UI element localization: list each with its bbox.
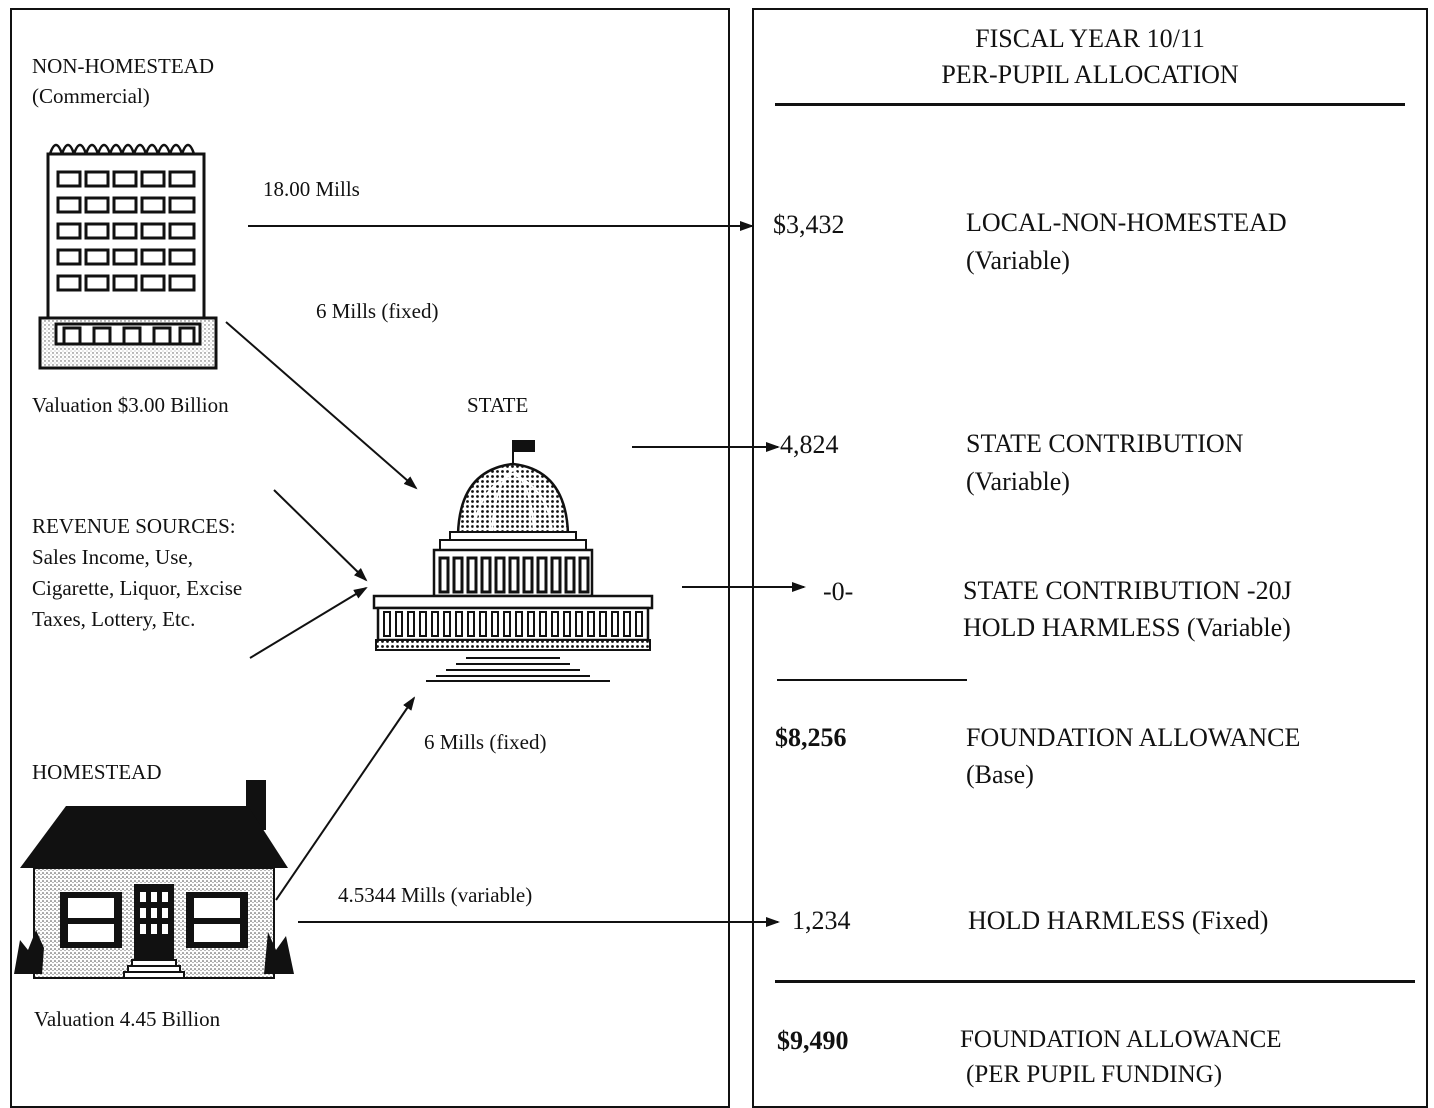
mills-variable-label: 4.5344 Mills (variable) <box>338 883 533 907</box>
revenue-line-2: Cigarette, Liquor, Excise <box>32 576 243 600</box>
valuation-home: Valuation 4.45 Billion <box>34 1007 221 1031</box>
amount-foundation-total: $9,490 <box>777 1026 849 1055</box>
amount-hold-harmless: 1,234 <box>792 906 851 935</box>
right-panel <box>752 8 1428 1108</box>
label-local-nonhomestead-sub: (Variable) <box>966 246 1070 275</box>
revenue-title: REVENUE SOURCES: <box>32 514 236 538</box>
label-state-contribution-20j: STATE CONTRIBUTION -20J <box>963 576 1292 605</box>
office-building-icon <box>38 143 218 370</box>
label-state-contribution: STATE CONTRIBUTION <box>966 429 1244 458</box>
amount-state-contribution: 4,824 <box>780 430 839 459</box>
label-hold-harmless: HOLD HARMLESS (Fixed) <box>968 906 1269 935</box>
valuation-commercial: Valuation $3.00 Billion <box>32 393 229 417</box>
subtotal-rule <box>777 679 967 681</box>
label-state-contribution-20j-sub: HOLD HARMLESS (Variable) <box>963 613 1291 642</box>
revenue-line-1: Sales Income, Use, <box>32 545 193 569</box>
label-foundation-total: FOUNDATION ALLOWANCE <box>960 1026 1282 1053</box>
nonhomestead-title: NON-HOMESTEAD <box>32 54 214 78</box>
label-foundation-base-sub: (Base) <box>966 760 1034 789</box>
homestead-title: HOMESTEAD <box>32 760 162 784</box>
fiscal-year-title: FISCAL YEAR 10/11 <box>975 24 1205 53</box>
nonhomestead-subtitle: (Commercial) <box>32 84 150 108</box>
revenue-line-3: Taxes, Lottery, Etc. <box>32 607 196 631</box>
house-icon <box>14 780 294 979</box>
label-local-nonhomestead: LOCAL-NON-HOMESTEAD <box>966 208 1287 237</box>
amount-foundation-base: $8,256 <box>775 723 847 752</box>
label-foundation-base: FOUNDATION ALLOWANCE <box>966 723 1301 752</box>
mills-6-bottom-label: 6 Mills (fixed) <box>424 730 547 754</box>
state-label: STATE <box>467 393 529 417</box>
mills-18-label: 18.00 Mills <box>263 177 360 201</box>
capitol-building-icon <box>372 440 654 682</box>
amount-local-nonhomestead: $3,432 <box>773 210 845 239</box>
allocation-title: PER-PUPIL ALLOCATION <box>941 60 1239 89</box>
total-rule <box>775 980 1415 983</box>
mills-6-top-label: 6 Mills (fixed) <box>316 299 439 323</box>
header-rule <box>775 103 1405 106</box>
amount-state-contribution-20j: -0- <box>823 577 854 606</box>
label-foundation-total-sub: (PER PUPIL FUNDING) <box>966 1061 1223 1088</box>
label-state-contribution-sub: (Variable) <box>966 467 1070 496</box>
